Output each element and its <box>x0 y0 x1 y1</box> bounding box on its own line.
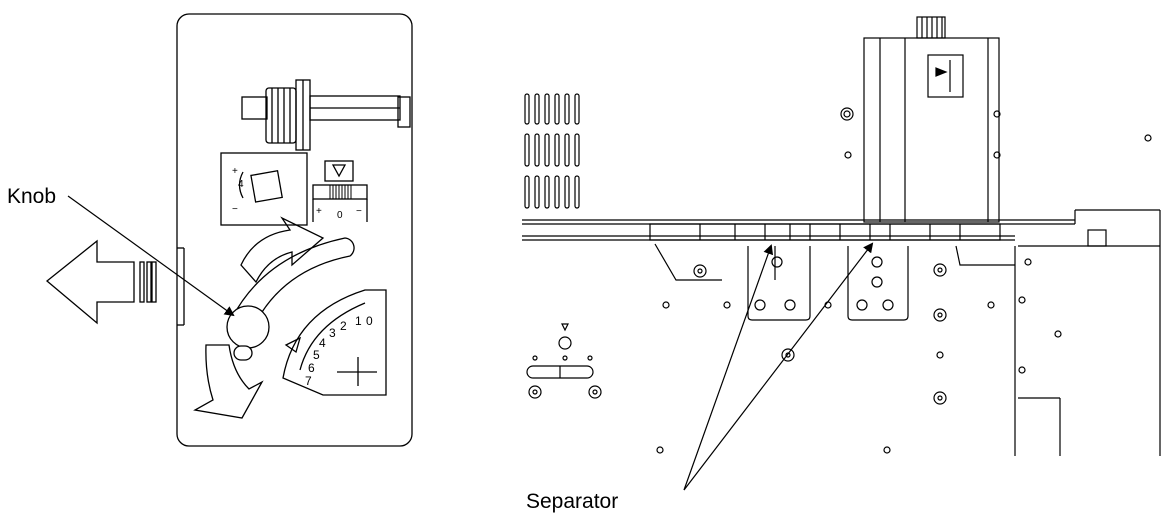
upper-housing <box>863 37 1000 223</box>
separator-bracket-left <box>747 246 811 321</box>
panel-outline <box>176 13 413 447</box>
knob-slot <box>231 237 355 331</box>
right-side-assembly <box>522 16 1161 456</box>
dial-num-5: 5 <box>313 348 320 362</box>
pull-direction-arrow <box>45 239 157 325</box>
separator-bracket-right <box>847 246 909 321</box>
separator-label: Separator <box>526 490 618 513</box>
roller-row <box>649 223 1001 241</box>
dial-num-4: 4 <box>319 336 326 350</box>
separator-leader-line-2 <box>683 242 874 491</box>
dial-num-2: 2 <box>340 319 347 333</box>
dial-num-3: 3 <box>329 326 336 340</box>
knob[interactable] <box>226 305 270 349</box>
left-minus: − <box>232 204 238 215</box>
shaft-assembly <box>241 79 411 151</box>
right-zero: 0 <box>337 210 343 221</box>
curved-arrow-down <box>193 344 264 419</box>
left-plus: + <box>232 166 238 177</box>
knob-label: Knob <box>7 185 56 208</box>
scale-indicator-box <box>324 160 354 182</box>
vent-slots <box>524 93 580 209</box>
dial-num-0: 0 <box>366 314 373 328</box>
dial-scale <box>282 289 387 396</box>
knob-leader-line <box>67 195 235 317</box>
curved-arrow-up <box>240 216 325 284</box>
dial-num-1: 1 <box>355 314 362 328</box>
rotation-indicator-box <box>220 152 308 226</box>
left-four: 4 <box>238 179 244 190</box>
dial-num-7: 7 <box>305 374 312 388</box>
adjust-slot <box>526 323 602 399</box>
left-adjustment-panel <box>176 13 413 447</box>
dial-num-6: 6 <box>308 361 315 375</box>
left-panel-labels: + 4 − + 0 − 0 1 2 3 4 5 6 7 <box>232 166 373 388</box>
right-plus: + <box>316 206 322 217</box>
right-minus: − <box>356 206 362 217</box>
separator-leader-line-1 <box>683 244 774 491</box>
